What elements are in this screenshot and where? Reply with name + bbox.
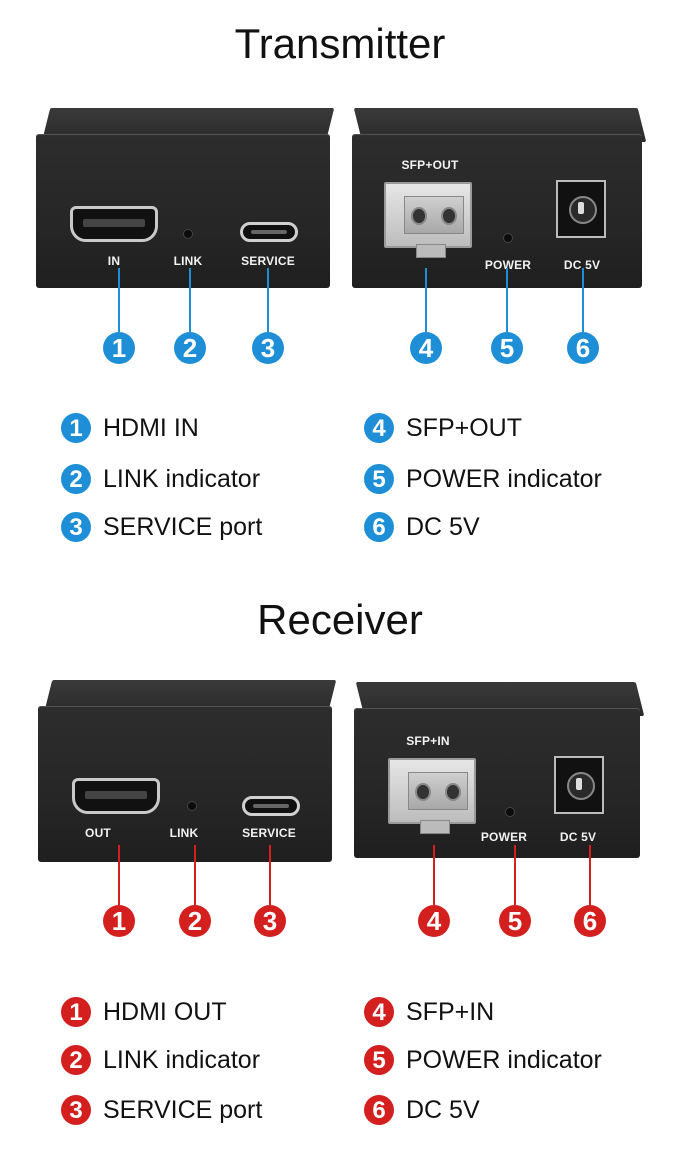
power-led <box>504 234 512 242</box>
sfp-out-label: SFP+OUT <box>401 158 459 172</box>
sfp-out-port <box>384 182 472 258</box>
receiver-badge-6: 6 <box>574 905 606 937</box>
service-usbc-port <box>242 796 300 816</box>
receiver-badge-5: 5 <box>499 905 531 937</box>
sfp-in-port <box>388 758 476 834</box>
transmitter-badge-6: 6 <box>567 332 599 364</box>
transmitter-title: Transmitter <box>234 20 446 67</box>
receiver-badge-2: 2 <box>179 905 211 937</box>
service-usbc-port <box>240 222 298 242</box>
service-label: SERVICE <box>241 254 295 268</box>
transmitter-badge-2: 2 <box>174 332 206 364</box>
receiver-badge-1: 1 <box>103 905 135 937</box>
link-led <box>184 230 192 238</box>
link-label: LINK <box>169 826 199 840</box>
power-led <box>506 808 514 816</box>
hdmi-out-label: OUT <box>85 826 111 840</box>
transmitter-badge-4: 4 <box>410 332 442 364</box>
hdmi-out-port <box>72 778 160 814</box>
link-label: LINK <box>173 254 203 268</box>
dc-5v-label: DC 5V <box>563 258 601 272</box>
dc-5v-jack <box>554 756 604 814</box>
dc-5v-label: DC 5V <box>559 830 597 844</box>
transmitter-badge-1: 1 <box>103 332 135 364</box>
sfp-in-label: SFP+IN <box>406 734 450 748</box>
transmitter-front-panel: IN LINK SERVICE <box>36 108 335 288</box>
transmitter-badge-5: 5 <box>491 332 523 364</box>
power-label: POWER <box>484 258 532 272</box>
transmitter-badge-3: 3 <box>252 332 284 364</box>
receiver-front-panel: OUT LINK SERVICE <box>38 680 337 862</box>
service-label: SERVICE <box>242 826 296 840</box>
hdmi-in-port <box>70 206 158 242</box>
receiver-badge-3: 3 <box>254 905 286 937</box>
link-led <box>188 802 196 810</box>
transmitter-rear-panel: SFP+OUT POWER DC 5V <box>352 108 647 288</box>
power-label: POWER <box>480 830 528 844</box>
receiver-rear-panel: SFP+IN POWER DC 5V <box>354 682 645 858</box>
receiver-badge-4: 4 <box>418 905 450 937</box>
dc-5v-jack <box>556 180 606 238</box>
receiver-title: Receiver <box>257 596 423 643</box>
hdmi-in-label: IN <box>107 254 121 268</box>
